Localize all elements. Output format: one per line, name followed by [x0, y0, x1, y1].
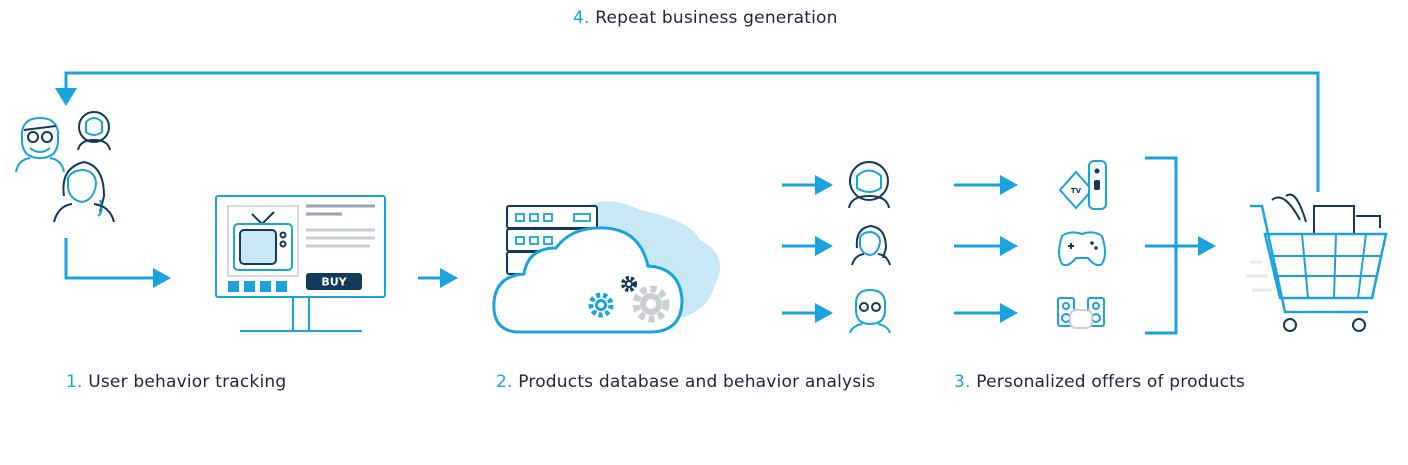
- tv-box-remote-icon: TV: [1058, 160, 1107, 210]
- step-2-text: Products database and behavior analysis: [518, 372, 876, 392]
- step-4-number: 4.: [573, 8, 590, 28]
- thumbnail-squares: [228, 281, 287, 292]
- step-1-number: 1.: [66, 372, 83, 392]
- man-with-glasses-icon: [15, 116, 65, 173]
- step-3-text: Personalized offers of products: [976, 372, 1246, 392]
- man-with-glasses-icon: [849, 288, 891, 334]
- shopping-cart-icon: [1246, 193, 1388, 332]
- astronaut-icon: [848, 161, 890, 209]
- arrowhead: [153, 268, 171, 288]
- buy-button-label: BUY: [321, 276, 347, 289]
- arrowhead: [440, 268, 458, 288]
- step-1-text: User behavior tracking: [88, 372, 287, 392]
- tv-icon: [233, 211, 293, 271]
- astronaut-icon: [77, 111, 111, 151]
- monitor-icon: BUY: [215, 186, 386, 332]
- step-2-label: 2. Products database and behavior analys…: [496, 372, 875, 392]
- gamepad-icon: [1058, 231, 1106, 267]
- step-4-text: Repeat business generation: [595, 8, 838, 28]
- arrowhead: [1198, 236, 1216, 256]
- repeat-loop-connector: [64, 71, 1320, 192]
- step-4-label: 4. Repeat business generation: [573, 8, 838, 28]
- users-group: [15, 111, 115, 223]
- woman-icon: [851, 224, 891, 266]
- woman-icon: [53, 160, 115, 223]
- step-3-number: 3.: [954, 372, 971, 392]
- step-3-label: 3. Personalized offers of products: [954, 372, 1245, 392]
- buy-button: [306, 273, 362, 290]
- product-description-lines: [306, 204, 375, 248]
- segment-arrows: [782, 175, 833, 323]
- speakers-icon: [1057, 297, 1105, 329]
- users-to-monitor-connector: [64, 238, 155, 280]
- gear-icon: [621, 276, 637, 292]
- tv-box-label: TV: [1071, 187, 1082, 195]
- step-1-label: 1. User behavior tracking: [66, 372, 286, 392]
- gear-icon: [632, 285, 670, 323]
- step-2-number: 2.: [496, 372, 513, 392]
- server-cloud-icon: [492, 201, 720, 334]
- loop-arrowhead: [55, 88, 77, 106]
- product-arrows: [954, 175, 1018, 323]
- gear-icon: [588, 292, 614, 318]
